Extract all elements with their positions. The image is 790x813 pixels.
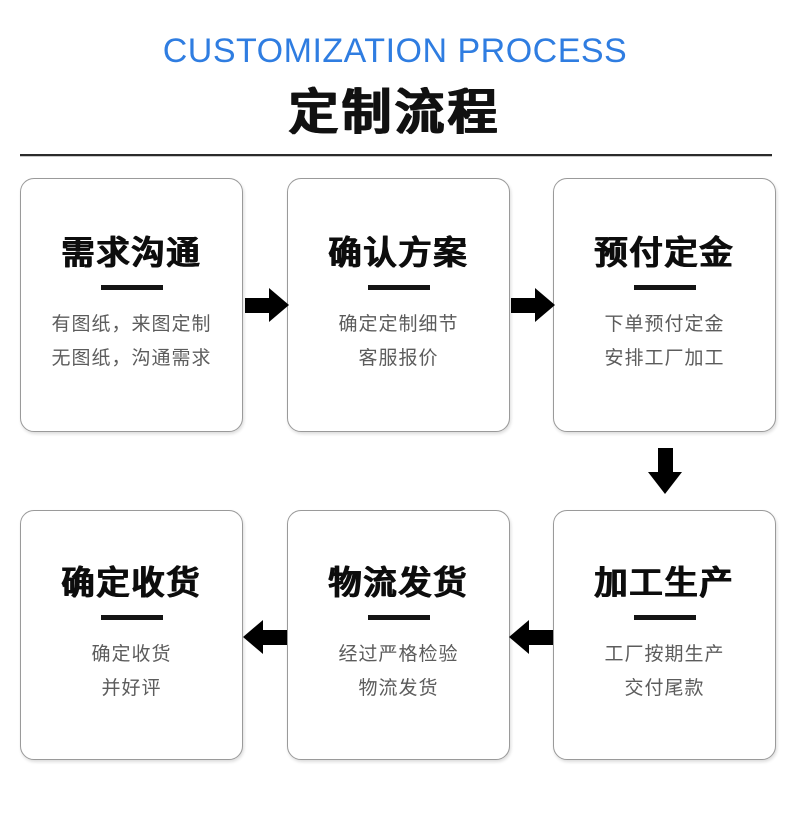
arrow-right-icon bbox=[245, 288, 289, 322]
flow-step-card-demand-communication[interactable]: 需求沟通 有图纸，来图定制 无图纸，沟通需求 bbox=[20, 178, 243, 432]
arrow-shaft bbox=[511, 298, 537, 313]
flow-step-title: 预付定金 bbox=[594, 233, 735, 273]
flow-step-description: 工厂按期生产 交付尾款 bbox=[604, 638, 724, 705]
flow-step-title: 加工生产 bbox=[594, 563, 735, 603]
flow-step-card-prepay-deposit[interactable]: 预付定金 下单预付定金 安排工厂加工 bbox=[553, 178, 776, 432]
arrow-head bbox=[243, 620, 263, 654]
flow-step-underline bbox=[367, 285, 430, 291]
flow-step-underline bbox=[633, 615, 696, 621]
flow-step-title: 需求沟通 bbox=[61, 233, 202, 273]
header-title-english: CUSTOMIZATION PROCESS bbox=[162, 32, 628, 70]
arrow-left-icon bbox=[243, 620, 287, 654]
flow-step-title: 物流发货 bbox=[328, 563, 469, 603]
flow-step-description-line-1: 有图纸，来图定制 bbox=[51, 314, 212, 336]
flow-step-description-line-1: 经过严格检验 bbox=[338, 644, 459, 666]
flow-step-description: 确定收货 并好评 bbox=[91, 638, 171, 705]
flow-step-description: 确定定制细节 客服报价 bbox=[338, 308, 458, 375]
flow-step-card-confirm-receipt[interactable]: 确定收货 确定收货 并好评 bbox=[20, 510, 243, 760]
flow-step-underline bbox=[100, 615, 163, 621]
flow-step-description-line-2: 客服报价 bbox=[358, 347, 439, 369]
flow-step-underline bbox=[100, 285, 163, 291]
flow-step-description-line-1: 下单预付定金 bbox=[604, 314, 725, 336]
flow-step-description-line-2: 并好评 bbox=[101, 677, 162, 699]
flow-step-description-line-2: 无图纸，沟通需求 bbox=[51, 347, 212, 369]
flow-step-description: 下单预付定金 安排工厂加工 bbox=[604, 308, 724, 375]
arrow-right-icon bbox=[511, 288, 555, 322]
arrow-left-icon bbox=[509, 620, 553, 654]
flow-step-description-line-2: 物流发货 bbox=[358, 677, 439, 699]
flow-step-description-line-2: 安排工厂加工 bbox=[604, 347, 725, 369]
flow-step-description-line-1: 确定收货 bbox=[91, 644, 172, 666]
arrow-head bbox=[269, 288, 289, 322]
flow-step-card-logistics-shipping[interactable]: 物流发货 经过严格检验 物流发货 bbox=[287, 510, 510, 760]
flow-step-description-line-2: 交付尾款 bbox=[624, 677, 705, 699]
flow-step-description-line-1: 确定定制细节 bbox=[338, 314, 459, 336]
flow-step-description: 有图纸，来图定制 无图纸，沟通需求 bbox=[51, 308, 211, 375]
flow-step-underline bbox=[633, 285, 696, 291]
flow-step-description-line-1: 工厂按期生产 bbox=[604, 644, 725, 666]
arrow-head bbox=[535, 288, 555, 322]
page-header: CUSTOMIZATION PROCESS 定制流程 bbox=[0, 0, 790, 158]
arrow-shaft bbox=[527, 630, 553, 645]
header-title-chinese: 定制流程 bbox=[288, 83, 501, 141]
arrow-shaft bbox=[658, 448, 673, 474]
flow-step-title: 确认方案 bbox=[328, 233, 469, 273]
header-divider-line bbox=[20, 154, 772, 156]
flow-step-description: 经过严格检验 物流发货 bbox=[338, 638, 458, 705]
flow-step-underline bbox=[367, 615, 430, 621]
arrow-down-icon bbox=[648, 448, 682, 494]
flow-step-card-production[interactable]: 加工生产 工厂按期生产 交付尾款 bbox=[553, 510, 776, 760]
arrow-shaft bbox=[261, 630, 287, 645]
flow-step-title: 确定收货 bbox=[61, 563, 202, 603]
arrow-shaft bbox=[245, 298, 271, 313]
arrow-head bbox=[648, 472, 682, 494]
flow-step-card-confirm-plan[interactable]: 确认方案 确定定制细节 客服报价 bbox=[287, 178, 510, 432]
arrow-head bbox=[509, 620, 529, 654]
